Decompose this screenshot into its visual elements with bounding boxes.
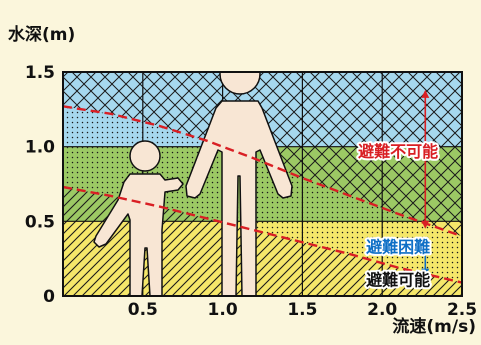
plot-area	[63, 72, 462, 296]
double-arrow-1	[421, 239, 430, 277]
x-axis-ticks: 0.5 1.0 1.5 2.0 2.5	[128, 300, 477, 320]
child-figure-icon	[93, 140, 184, 296]
y-tick-label: 1.0	[25, 138, 55, 158]
y-tick-label: 1.5	[25, 63, 55, 83]
y-axis-label: 水深(m)	[8, 24, 75, 45]
human-figures	[93, 72, 293, 296]
y-tick-label: 0	[43, 287, 55, 307]
y-axis-ticks: 0 0.5 1.0 1.5	[25, 63, 55, 307]
zone-label-2: 避難可能	[366, 271, 430, 290]
boundary-lines	[63, 105, 462, 284]
boundary-line-upper	[63, 105, 462, 238]
adult-figure-icon	[185, 72, 293, 296]
x-tick-label: 1.5	[287, 300, 317, 320]
plot-frame	[62, 71, 463, 297]
region-difficult	[63, 106, 462, 283]
arrows	[421, 89, 430, 277]
x-tick-label: 2.5	[447, 300, 477, 320]
y-tick-label: 0.5	[25, 212, 55, 232]
x-tick-label: 1.0	[208, 300, 238, 320]
zone-label-1: 避難困難	[366, 238, 430, 257]
x-axis-label: 流速(m/s)	[392, 316, 476, 337]
double-arrow-0	[421, 89, 430, 229]
x-tick-label: 0.5	[128, 300, 158, 320]
x-tick-label: 2.0	[367, 300, 397, 320]
boundary-line-lower	[63, 185, 462, 284]
zone-label-0: 避難不可能	[358, 142, 438, 161]
